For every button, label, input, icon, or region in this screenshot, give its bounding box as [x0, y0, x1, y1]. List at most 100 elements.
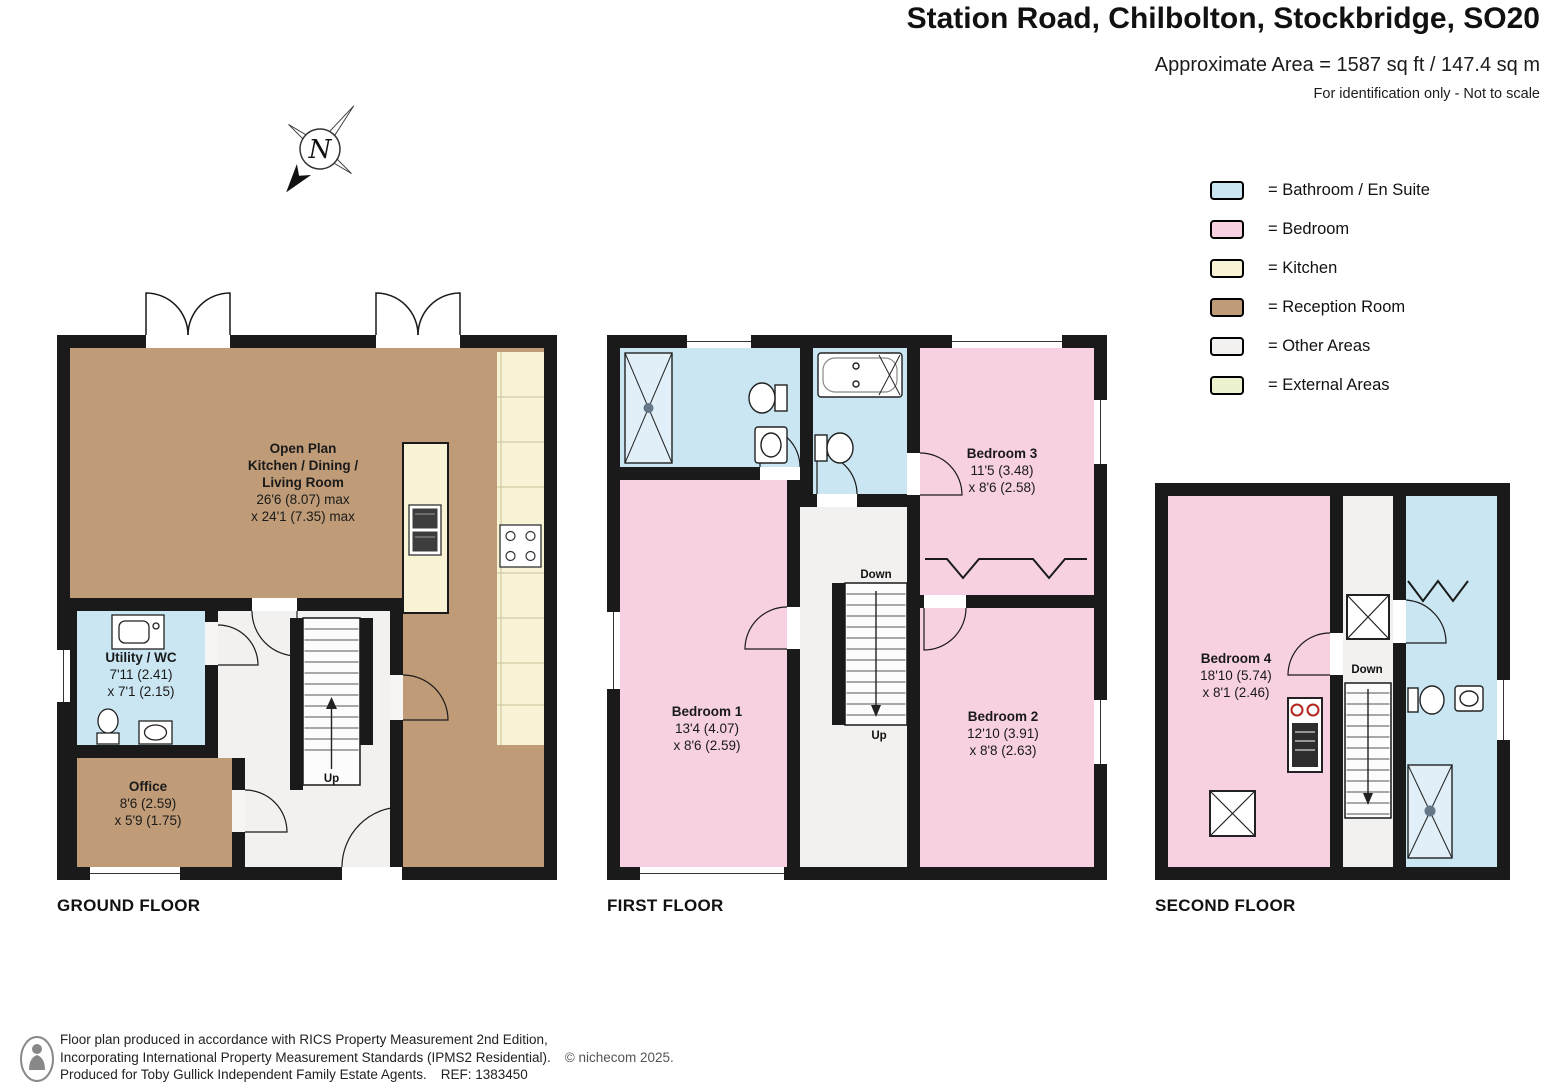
room-label-bedroom3: Bedroom 3 11'5 (3.48) x 8'6 (2.58) — [927, 445, 1077, 496]
legend-label-reception: = Reception Room — [1268, 298, 1406, 316]
room-label-bedroom1: Bedroom 1 13'4 (4.07) x 8'6 (2.59) — [632, 703, 782, 754]
legend-label-bathroom: = Bathroom / En Suite — [1268, 181, 1430, 199]
compass-icon: N — [286, 105, 355, 193]
compass-north-label: N — [308, 135, 333, 165]
skylight-icons — [1209, 594, 1390, 837]
room-dimensions: 12'10 (3.91) — [967, 726, 1039, 741]
legend-label-external: = External Areas — [1268, 376, 1390, 394]
toilet-icon — [1407, 687, 1419, 713]
page-title: Station Road, Chilbolton, Stockbridge, S… — [906, 2, 1540, 35]
kitchenette-icon — [1287, 697, 1323, 773]
room-dimensions: 26'6 (8.07) max — [256, 492, 350, 507]
legend-item-bedroom: = Bedroom — [1210, 220, 1430, 239]
second-floor-plan: Down — [1155, 483, 1510, 880]
bathtub-icon — [817, 352, 903, 398]
bathroom-fixtures — [814, 352, 903, 464]
headroom-zigzag — [1407, 579, 1469, 603]
legend-label-kitchen: = Kitchen — [1268, 259, 1338, 277]
ground-interior-doors — [205, 598, 449, 880]
legend-item-bathroom: = Bathroom / En Suite — [1210, 181, 1430, 200]
legend-label-bedroom: = Bedroom — [1268, 220, 1350, 238]
legend-swatch-reception — [1210, 298, 1244, 317]
second-interior-doors — [1287, 599, 1447, 676]
utility-fixtures — [96, 614, 173, 745]
stair-wall-left — [290, 618, 303, 790]
room-name: Bedroom 3 — [966, 446, 1038, 461]
stairs-down-arrow — [871, 705, 881, 717]
reference-number: REF: 1383450 — [440, 1067, 528, 1082]
room-dimensions: x 8'1 (2.46) — [1202, 685, 1270, 700]
room-label-bedroom2: Bedroom 2 12'10 (3.91) x 8'8 (2.63) — [928, 708, 1078, 759]
footer-disclaimer: Floor plan produced in accordance with R… — [60, 1031, 674, 1084]
room-name: Bedroom 2 — [967, 709, 1039, 724]
legend-swatch-other — [1210, 337, 1244, 356]
footer-line3-text: Produced for Toby Gullick Independent Fa… — [60, 1067, 427, 1082]
room-label-open-plan: Open Plan Kitchen / Dining / Living Room… — [203, 440, 403, 525]
room-dimensions: x 5'9 (1.75) — [114, 813, 182, 828]
legend-item-reception: = Reception Room — [1210, 298, 1430, 317]
stair-wall-right — [360, 618, 373, 745]
bedroom3-area — [920, 348, 1094, 595]
room-dimensions: 18'10 (5.74) — [1200, 668, 1272, 683]
room-label-bedroom4: Bedroom 4 18'10 (5.74) x 8'1 (2.46) — [1160, 650, 1312, 701]
room-dimensions: x 7'1 (2.15) — [107, 684, 175, 699]
room-name: Open Plan — [269, 441, 337, 456]
room-name: Kitchen / Dining / — [247, 458, 359, 473]
ensuite-fixtures — [1407, 685, 1484, 859]
stairs-up-arrow — [326, 697, 337, 709]
bedroom1-area — [620, 480, 787, 867]
bedroom2-area — [920, 608, 1094, 867]
stairs-down-label: Down — [860, 569, 891, 581]
sink-unit-icon — [111, 614, 165, 650]
room-dimensions: 13'4 (4.07) — [674, 721, 740, 736]
kitchen-counter — [497, 352, 544, 745]
copyright-text: © nichecom 2025. — [564, 1049, 674, 1065]
stairs-down-arrow — [1363, 793, 1373, 805]
approximate-area-text: Approximate Area = 1587 sq ft / 147.4 sq… — [1154, 54, 1540, 76]
second-windows — [1497, 680, 1510, 740]
staircase: Down Up — [844, 569, 908, 742]
disclaimer-text: For identification only - Not to scale — [1313, 86, 1540, 102]
room-dimensions: x 8'6 (2.59) — [673, 738, 741, 753]
person-logo-icon — [20, 1036, 54, 1082]
office-area — [77, 758, 232, 867]
room-dimensions: x 24'1 (7.35) max — [251, 509, 355, 524]
room-name: Living Room — [262, 475, 344, 490]
legend-label-other: = Other Areas — [1268, 337, 1371, 355]
footer-line2: Incorporating International Property Mea… — [60, 1049, 674, 1067]
basin-icon — [754, 426, 788, 464]
ground-floor-caption: GROUND FLOOR — [57, 896, 201, 915]
second-floor-caption: SECOND FLOOR — [1155, 896, 1296, 915]
room-dimensions: 7'11 (2.41) — [109, 667, 173, 682]
stairs-up-label: Up — [871, 730, 886, 742]
first-floor-plan: Down Up — [607, 335, 1107, 880]
shower-room-fixtures — [624, 352, 788, 464]
room-label-utility: Utility / WC 7'11 (2.41) x 7'1 (2.15) — [66, 649, 216, 700]
legend-swatch-bathroom — [1210, 181, 1244, 200]
room-dimensions: x 8'8 (2.63) — [969, 743, 1037, 758]
legend-swatch-external — [1210, 376, 1244, 395]
room-dimensions: 8'6 (2.59) — [119, 796, 177, 811]
toilet-icon — [774, 384, 788, 412]
legend-item-external: = External Areas — [1210, 376, 1430, 395]
room-name: Bedroom 4 — [1200, 651, 1272, 666]
stair-wall-left — [832, 583, 845, 725]
staircase-down: Down — [1344, 664, 1392, 819]
legend-item-other: = Other Areas — [1210, 337, 1430, 356]
stairs-down-label: Down — [1351, 664, 1382, 676]
first-floor-caption: FIRST FLOOR — [607, 896, 724, 915]
front-door-opening — [342, 867, 402, 880]
room-name: Office — [128, 779, 168, 794]
footer-line1: Floor plan produced in accordance with R… — [60, 1032, 548, 1047]
ground-windows — [57, 650, 180, 880]
legend: = Bathroom / En Suite = Bedroom = Kitche… — [1210, 181, 1430, 415]
room-name: Bedroom 1 — [671, 704, 743, 719]
footer-line3: Produced for Toby Gullick Independent Fa… — [60, 1066, 674, 1084]
room-dimensions: x 8'6 (2.58) — [968, 480, 1036, 495]
room-label-office: Office 8'6 (2.59) x 5'9 (1.75) — [73, 778, 223, 829]
kitchen-island — [402, 442, 449, 614]
legend-swatch-kitchen — [1210, 259, 1244, 278]
room-name: Utility / WC — [105, 650, 177, 665]
first-windows — [607, 335, 1107, 880]
staircase-up: Up — [302, 617, 361, 786]
